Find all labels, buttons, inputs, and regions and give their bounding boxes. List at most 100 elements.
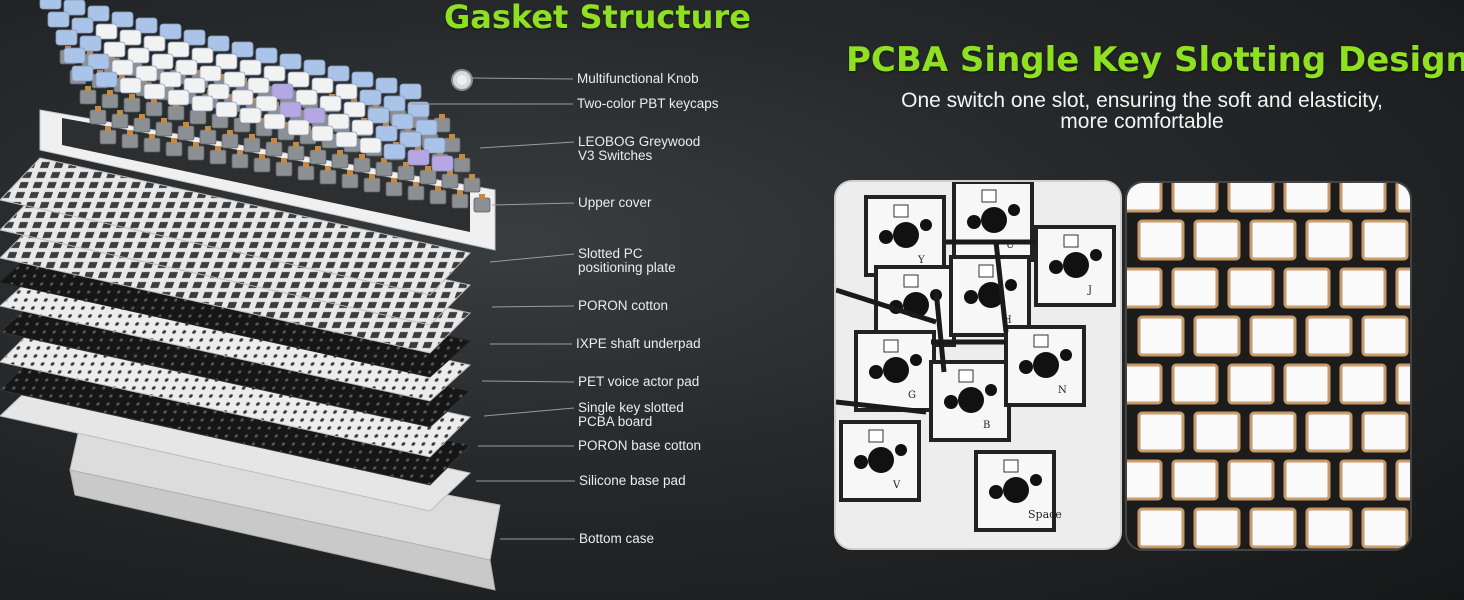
layer-label-line: Slotted PC	[578, 246, 643, 261]
layer-label-line: PET voice actor pad	[578, 374, 700, 389]
layer-label: PORON cotton	[578, 299, 668, 313]
gasket-structure-title: Gasket Structure	[444, 0, 751, 36]
plate-key-cutout	[1339, 459, 1387, 501]
callout-line	[469, 77, 574, 80]
plate-key-cutout	[1227, 183, 1275, 213]
plate-key-cutout	[1361, 315, 1409, 357]
plate-key-cutout	[1249, 219, 1297, 261]
plate-key-cutout	[1137, 219, 1185, 261]
plate-key-cutout	[1283, 459, 1331, 501]
plate-key-cutout	[1137, 411, 1185, 453]
plate-key-cutout	[1339, 183, 1387, 213]
pcb-key-cell: Space	[974, 450, 1062, 532]
pcb-key-letter: G	[908, 390, 916, 401]
pcb-key-cell: J	[1034, 225, 1116, 307]
plate-key-cutout	[1171, 363, 1219, 405]
pcba-design-title: PCBA Single Key Slotting Design	[846, 40, 1464, 80]
plate-key-cutout	[1283, 183, 1331, 213]
plate-key-cutout	[1339, 267, 1387, 309]
layer-label-line: Upper cover	[578, 195, 652, 210]
layer-label: PET voice actor pad	[578, 375, 699, 389]
layer-label-line: Single key slotted	[578, 400, 684, 415]
plate-key-cutout	[1137, 507, 1185, 549]
plate-key-cutout	[1127, 363, 1163, 405]
plate-key-cutout	[1283, 363, 1331, 405]
plate-key-cutout	[1305, 219, 1353, 261]
pcb-key-letter: J	[1087, 285, 1092, 296]
plate-key-cutout	[1361, 219, 1409, 261]
layer-label-line: PORON cotton	[578, 298, 669, 313]
pcba-description: One switch one slot, ensuring the soft a…	[842, 90, 1442, 132]
pcba-description-line-2: more comfortable	[1060, 110, 1224, 133]
pcb-key-letter: V	[892, 480, 901, 491]
plate-key-cutout	[1127, 459, 1163, 501]
pcb-key-cell: B	[929, 360, 1011, 442]
layer-label: Silicone base pad	[579, 474, 686, 488]
plate-key-cutout	[1249, 507, 1297, 549]
pcb-slot	[836, 399, 927, 415]
pcb-key-letter: H	[1003, 315, 1012, 326]
layer-label-line: Multifunctional Knob	[577, 71, 699, 86]
pcb-key-cell: V	[839, 420, 921, 502]
pcb-key-letter: N	[1058, 385, 1067, 396]
layer-label-line: Bottom case	[579, 531, 655, 546]
plate-key-cutout	[1339, 363, 1387, 405]
layer-label-line: PORON base cotton	[578, 438, 702, 453]
slotted-pc-plate	[0, 157, 471, 296]
plate-key-cutout	[1361, 507, 1409, 549]
plate-key-cutout	[1395, 363, 1410, 405]
layer-label-line: V3 Switches	[578, 148, 653, 163]
layer-label: Bottom case	[579, 532, 654, 546]
layer-label-line: Two-color PBT keycaps	[577, 96, 719, 111]
plate-closeup-photo	[1125, 181, 1412, 551]
plate-key-cutout	[1193, 507, 1241, 549]
pcb-key-letter: U	[1006, 240, 1014, 251]
plate-key-cutout	[1361, 411, 1409, 453]
layer-label: Two-color PBT keycaps	[577, 97, 719, 111]
callout-line	[479, 141, 575, 149]
callout-line	[483, 407, 575, 417]
plate-key-cutout	[1227, 459, 1275, 501]
exploded-keyboard-diagram	[0, 0, 575, 591]
pcb-key-letter: B	[983, 420, 990, 431]
keycaps	[39, 0, 454, 172]
plate-key-cutout	[1395, 183, 1410, 213]
layer-label-line: positioning plate	[578, 260, 676, 275]
plate-key-cutout	[1171, 267, 1219, 309]
plate-key-cutout	[1305, 315, 1353, 357]
layer-label: Upper cover	[578, 196, 652, 210]
callout-line	[481, 380, 575, 383]
plate-key-cutout	[1395, 459, 1410, 501]
layer-label: Multifunctional Knob	[577, 72, 699, 86]
plate-key-cutout	[1395, 267, 1410, 309]
pcb-slot	[933, 289, 947, 373]
plate-key-cutout	[1171, 183, 1219, 213]
plate-key-cutout	[1171, 459, 1219, 501]
pcb-key-cell: U	[952, 182, 1034, 262]
plate-key-cutout	[1227, 267, 1275, 309]
callout-line	[491, 202, 575, 206]
plate-key-cutout	[1127, 183, 1163, 213]
plate-key-cutout	[1137, 315, 1185, 357]
plate-key-cutout	[1193, 411, 1241, 453]
pcb-slot	[836, 287, 937, 325]
plate-key-cutout	[1305, 411, 1353, 453]
layer-label-line: PCBA board	[578, 414, 653, 429]
plate-key-cutout	[1249, 411, 1297, 453]
plate-key-cutout	[1249, 315, 1297, 357]
layer-label-line: Silicone base pad	[579, 473, 686, 488]
plate-key-cutout	[1193, 219, 1241, 261]
layer-label: PORON base cotton	[578, 439, 701, 453]
plate-key-cutout	[1283, 267, 1331, 309]
pcb-key-cell: Y	[864, 195, 946, 277]
layer-label-line: IXPE shaft underpad	[576, 336, 701, 351]
pcb-key-letter: Y	[917, 255, 925, 266]
plate-key-cutout	[1227, 363, 1275, 405]
plate-key-cutout	[1127, 267, 1163, 309]
callout-line	[489, 253, 575, 263]
pcb-slot	[993, 241, 1009, 333]
pcb-closeup-photo: Y U H J G B N V Space	[834, 180, 1122, 550]
